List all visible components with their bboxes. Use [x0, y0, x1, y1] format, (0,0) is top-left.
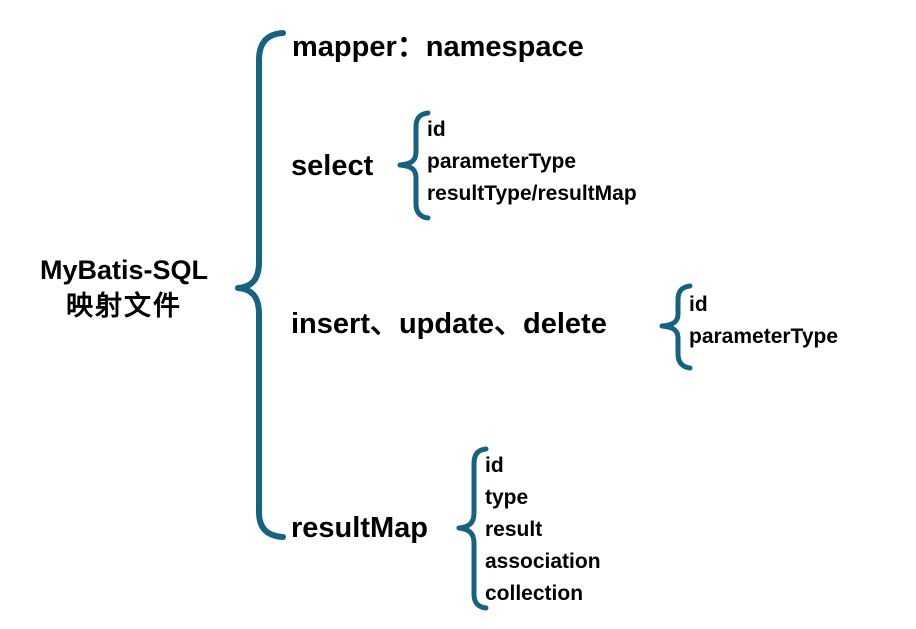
- leaf-item: collection: [485, 582, 584, 605]
- leaf-item: parameterType: [427, 150, 577, 173]
- branch-label-resultmap: resultMap: [291, 512, 428, 544]
- root-brace: [235, 30, 286, 540]
- leaf-list-select: id parameterType resultType/resultMap: [427, 114, 637, 210]
- resultmap-brace: [456, 446, 489, 611]
- leaf-item: id: [485, 454, 504, 477]
- branch-label-insert-update-delete: insert、update、delete: [291, 308, 607, 340]
- root-label-line1: MyBatis-SQL: [39, 255, 209, 285]
- leaf-list-resultmap: id type result association collection: [485, 450, 601, 610]
- leaf-item: association: [485, 550, 601, 573]
- leaf-item: resultType/resultMap: [427, 182, 637, 205]
- leaf-item: type: [485, 486, 529, 509]
- branch-label-mapper: mapper：namespace: [292, 31, 584, 63]
- branch-label-select: select: [291, 150, 374, 182]
- root-label: MyBatis-SQL 映射文件: [10, 252, 238, 324]
- select-brace: [397, 110, 431, 221]
- leaf-item: parameterType: [689, 325, 839, 348]
- leaf-item: id: [689, 293, 708, 316]
- iud-brace: [659, 283, 693, 371]
- root-label-line2: 映射文件: [66, 291, 182, 321]
- leaf-list-insert-update-delete: id parameterType: [689, 289, 838, 353]
- leaf-item: result: [485, 518, 543, 541]
- leaf-item: id: [427, 118, 446, 141]
